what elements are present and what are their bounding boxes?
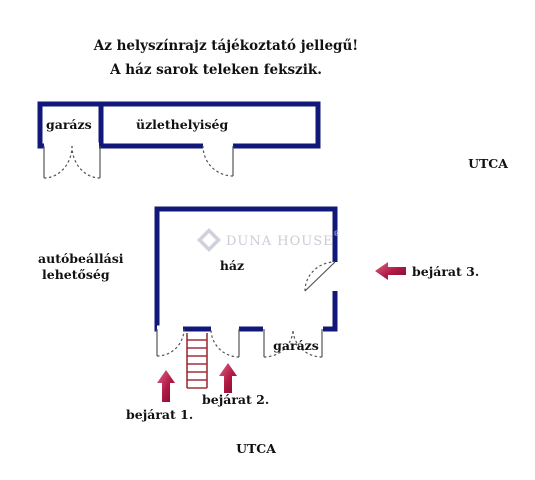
street-label-right: UTCA bbox=[468, 156, 508, 171]
garage-bottom-double-door bbox=[263, 328, 323, 358]
shop-label: üzlethelyiség bbox=[136, 117, 228, 132]
garage-top-label: garázs bbox=[46, 117, 92, 132]
entrance2-door bbox=[210, 328, 240, 358]
street-label-bottom: UTCA bbox=[236, 441, 276, 456]
house-building bbox=[154, 206, 339, 333]
top-building-outline bbox=[37, 101, 321, 149]
entrance3-label: bejárat 3. bbox=[412, 264, 479, 279]
corner-lot-note: A ház sarok teleken fekszik. bbox=[109, 62, 322, 78]
entrance2-arrow-icon bbox=[219, 363, 237, 393]
watermark-text: DUNA HOUSE bbox=[226, 234, 334, 249]
duna-house-watermark: DUNA HOUSE ® bbox=[197, 228, 341, 252]
shop-door bbox=[202, 145, 234, 177]
parking-label-line2: lehetőség bbox=[42, 267, 110, 282]
entrance2-label: bejárat 2. bbox=[202, 392, 269, 407]
top-building bbox=[37, 101, 321, 150]
house-label: ház bbox=[220, 258, 244, 273]
entrance1-door bbox=[156, 328, 185, 357]
entrance1-arrow-icon bbox=[157, 370, 175, 402]
entrance1-label: bejárat 1. bbox=[126, 407, 193, 422]
disclaimer-note: Az helyszínrajz tájékoztató jellegű! bbox=[93, 38, 358, 54]
entrance3-arrow-icon bbox=[375, 262, 406, 280]
house-outline bbox=[154, 206, 338, 332]
parking-label-line1: autóbeállási bbox=[38, 251, 124, 266]
watermark-registered: ® bbox=[333, 230, 341, 238]
entrance3-door bbox=[304, 261, 336, 292]
steps-ladder bbox=[186, 333, 208, 389]
garage-top-double-door bbox=[43, 145, 101, 179]
garage-bottom-label: garázs bbox=[273, 338, 319, 353]
